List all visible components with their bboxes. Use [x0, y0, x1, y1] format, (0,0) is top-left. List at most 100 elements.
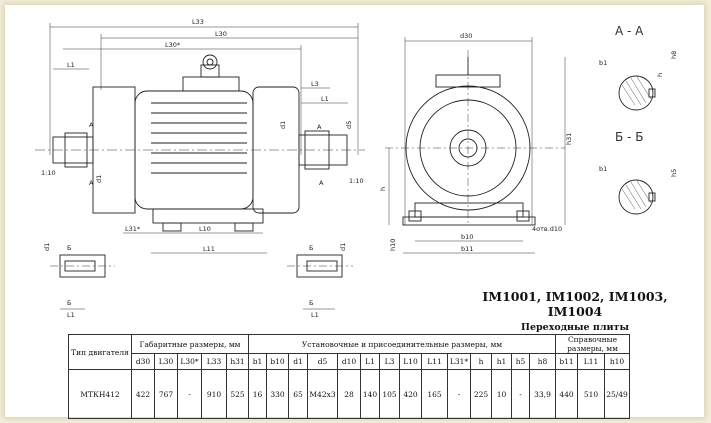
table-cell: 33,9 — [529, 369, 556, 419]
dim-b1-bb: b1 — [599, 165, 607, 173]
dim-d1-detail-right: d1 — [339, 243, 347, 251]
section-mark-b1: Б — [67, 244, 71, 252]
dim-l30s: L30* — [165, 41, 181, 49]
taper-right: 1:10 — [349, 177, 364, 185]
table-cell: 165 — [421, 369, 448, 419]
dim-l10: L10 — [199, 225, 211, 233]
taper-left: 1:10 — [41, 169, 56, 177]
dim-h10: h10 — [389, 239, 397, 251]
motor-type: МТКН412 — [68, 369, 132, 419]
table-cell: 105 — [379, 369, 400, 419]
holes-label: 4отв.d10 — [532, 225, 562, 233]
section-mark-a-left: А — [89, 121, 94, 129]
table-cell: 510 — [577, 369, 605, 419]
front-view: d30 h31 h h10 b10 b11 4отв.d10 — [379, 32, 573, 254]
section-mark-b4: Б — [309, 299, 313, 307]
table-cell: - — [511, 369, 530, 419]
table-cell: 16 — [248, 369, 267, 419]
motor-drawing: L33 L30 L30* L1 L3 L1 — [35, 18, 678, 319]
column-header: b1 — [248, 353, 267, 370]
table-cell: 10 — [491, 369, 512, 419]
dim-l33: L33 — [192, 18, 204, 26]
dim-b10: b10 — [461, 233, 473, 241]
group-overall: Габаритные размеры, мм — [131, 334, 249, 354]
column-header: h31 — [226, 353, 249, 370]
table-cell: 767 — [154, 369, 178, 419]
dim-d1-detail: d1 — [43, 243, 51, 251]
dim-h: h — [379, 187, 387, 191]
drawing-title: IM1001, IM1002, IM1003, IM1004 — [482, 289, 668, 319]
group-mounting: Установочные и присоединительные размеры… — [248, 334, 556, 354]
drawing-subtitle: Переходные плиты — [521, 322, 629, 333]
dim-d1-right: d1 — [279, 121, 287, 129]
section-mark-b2: Б — [67, 299, 71, 307]
dim-h8: h8 — [670, 51, 678, 59]
table-cell: 28 — [337, 369, 361, 419]
column-header: d1 — [288, 353, 308, 370]
dim-b1-aa: b1 — [599, 59, 607, 67]
column-header: h5 — [511, 353, 530, 370]
column-header: L31* — [447, 353, 471, 370]
table-cell: 225 — [470, 369, 492, 419]
column-header: L10 — [399, 353, 422, 370]
dim-l1-left: L1 — [67, 61, 75, 69]
dim-h31: h31 — [565, 133, 573, 145]
group-reference: Справочные размеры, мм — [555, 334, 630, 354]
table-group-row: Тип двигателя Габаритные размеры, мм Уст… — [68, 334, 630, 370]
type-header: Тип двигателя — [68, 334, 132, 370]
dim-d1-left: d1 — [95, 175, 103, 183]
shaft-detail-left: d1 Б Б L1 — [43, 243, 115, 319]
column-header: h1 — [491, 353, 512, 370]
section-mark-a-right2: А — [319, 179, 324, 187]
section-b-b: Б - Б b1 h5 — [599, 130, 678, 215]
drawing-sheet: L33 L30 L30* L1 L3 L1 — [5, 5, 704, 419]
table-cell: 420 — [399, 369, 422, 419]
side-view: L33 L30 L30* L1 L3 L1 — [35, 18, 365, 254]
column-header: L1 — [360, 353, 380, 370]
dim-h5: h5 — [670, 169, 678, 177]
table-cell: 330 — [266, 369, 289, 419]
dim-h1-aa: h — [656, 73, 664, 77]
table-cell: М42х3 — [307, 369, 338, 419]
table-cell: - — [447, 369, 471, 419]
column-header: L11 — [577, 353, 605, 370]
table-cell: 140 — [360, 369, 380, 419]
title-block: IM1001, IM1002, IM1003, IM1004 Переходны… — [460, 289, 690, 333]
section-aa-title: А - А — [615, 24, 644, 38]
dim-l3: L3 — [311, 80, 319, 88]
column-header: L11 — [421, 353, 448, 370]
section-mark-a-left2: А — [89, 179, 94, 187]
column-header: L30* — [177, 353, 202, 370]
dim-l1-detail: L1 — [67, 311, 75, 319]
shaft-detail-right: d1 Б Б L1 — [287, 243, 353, 319]
column-header: d30 — [131, 353, 155, 370]
table-cell: 65 — [288, 369, 308, 419]
table-cell: 525 — [226, 369, 249, 419]
dim-l11: L11 — [203, 245, 215, 253]
column-header: d10 — [337, 353, 361, 370]
column-header: b10 — [266, 353, 289, 370]
table-cell: 440 — [555, 369, 578, 419]
column-header: h8 — [529, 353, 556, 370]
dim-l1-detail-right: L1 — [311, 311, 319, 319]
dim-b11: b11 — [461, 245, 473, 253]
dim-l31s: L31* — [125, 225, 141, 233]
dim-l30: L30 — [215, 30, 227, 38]
column-header: d5 — [307, 353, 338, 370]
column-header: h10 — [604, 353, 630, 370]
column-header: L30 — [154, 353, 178, 370]
table-cell: 910 — [201, 369, 227, 419]
table-cell: 422 — [131, 369, 155, 419]
column-header: L3 — [379, 353, 400, 370]
section-bb-title: Б - Б — [615, 130, 643, 144]
column-header: L33 — [201, 353, 227, 370]
column-header: b11 — [555, 353, 578, 370]
section-mark-a-right: А — [317, 123, 322, 131]
column-header: h — [470, 353, 492, 370]
section-mark-b3: Б — [309, 244, 313, 252]
spec-table: Тип двигателя Габаритные размеры, мм Уст… — [68, 334, 630, 419]
section-a-a: А - А b1 h8 h — [599, 24, 678, 111]
dim-l1-right: L1 — [321, 95, 329, 103]
